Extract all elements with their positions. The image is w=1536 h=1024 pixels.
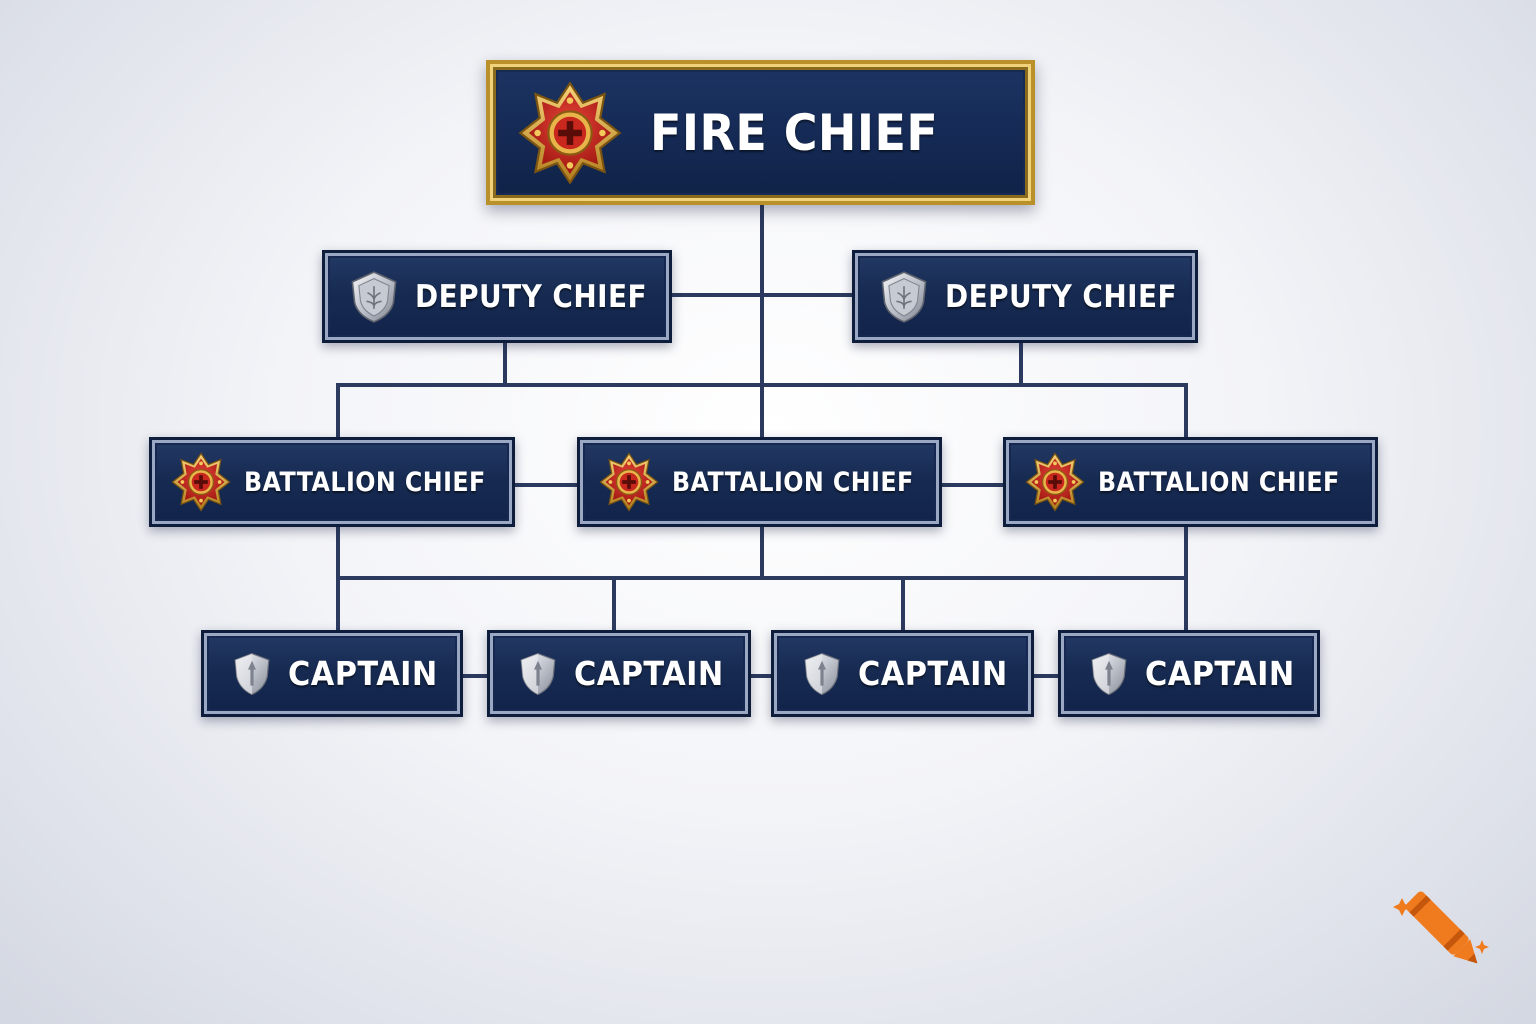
silver-shield-icon [230, 652, 274, 696]
node-label: CAPTAIN [574, 654, 724, 693]
node-battalion-chief-2: BATTALION CHIEF [577, 437, 942, 527]
silver-shield-icon [800, 652, 844, 696]
node-deputy-chief-1: DEPUTY CHIEF [322, 250, 672, 343]
silver-shield-emblem-icon [877, 270, 931, 324]
node-label: CAPTAIN [858, 654, 1008, 693]
maltese-cross-badge-icon [170, 451, 232, 513]
node-label: BATTALION CHIEF [672, 466, 914, 498]
node-label: DEPUTY CHIEF [945, 278, 1178, 315]
node-label: DEPUTY CHIEF [415, 278, 648, 315]
maltese-cross-badge-icon [516, 79, 624, 187]
node-label: CAPTAIN [288, 654, 438, 693]
node-label: BATTALION CHIEF [244, 466, 486, 498]
crayon-logo-icon [1393, 891, 1489, 964]
silver-shield-emblem-icon [347, 270, 401, 324]
node-captain-2: CAPTAIN [487, 630, 751, 717]
node-captain-3: CAPTAIN [771, 630, 1034, 717]
maltese-cross-badge-icon [1024, 451, 1086, 513]
silver-shield-icon [1087, 652, 1131, 696]
silver-shield-icon [516, 652, 560, 696]
node-captain-1: CAPTAIN [201, 630, 463, 717]
node-deputy-chief-2: DEPUTY CHIEF [852, 250, 1198, 343]
node-label: CAPTAIN [1145, 654, 1295, 693]
node-battalion-chief-1: BATTALION CHIEF [149, 437, 515, 527]
node-fire-chief: FIRE CHIEF [486, 60, 1035, 205]
node-captain-4: CAPTAIN [1058, 630, 1320, 717]
node-label: FIRE CHIEF [650, 103, 939, 162]
maltese-cross-badge-icon [598, 451, 660, 513]
connector-lines [336, 202, 1188, 678]
node-battalion-chief-3: BATTALION CHIEF [1003, 437, 1378, 527]
node-label: BATTALION CHIEF [1098, 466, 1340, 498]
